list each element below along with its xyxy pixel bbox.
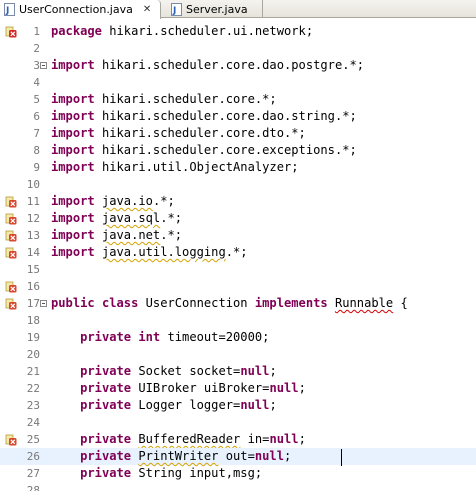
line-number: 7 <box>33 127 40 140</box>
line-number: 26 <box>26 450 40 463</box>
code-text: import hikari.scheduler.core.dao.postgre… <box>51 58 365 72</box>
line-number: 8 <box>33 144 40 157</box>
line-number: 12 <box>26 212 40 225</box>
code-line[interactable]: 16 <box>0 278 476 295</box>
code-text: import hikari.scheduler.core.dao.string.… <box>51 109 357 123</box>
code-line[interactable]: 15 <box>0 261 476 278</box>
fold-toggle-icon[interactable] <box>40 300 47 307</box>
code-line[interactable]: 18 <box>0 312 476 329</box>
code-text: import java.net.*; <box>51 228 183 242</box>
code-line[interactable]: 4 <box>0 74 476 91</box>
java-file-icon: J <box>171 2 182 16</box>
code-line[interactable]: 3 import hikari.scheduler.core.dao.postgr… <box>0 57 476 74</box>
java-file-icon: J <box>4 3 15 16</box>
line-number: 10 <box>26 178 40 191</box>
line-number: 6 <box>33 110 40 123</box>
code-line[interactable]: 1 package hikari.scheduler.ui.network; <box>0 23 476 40</box>
code-text: import hikari.scheduler.core.*; <box>51 92 277 106</box>
code-text: import hikari.util.ObjectAnalyzer; <box>51 160 299 174</box>
code-text: import hikari.scheduler.core.dto.*; <box>51 126 306 140</box>
code-line[interactable]: 27 private String input,msg; <box>0 465 476 482</box>
svg-text:J: J <box>172 6 176 16</box>
code-text: public class UserConnection implements R… <box>51 296 408 310</box>
code-text: import java.sql.*; <box>51 211 183 225</box>
code-text: private UIBroker uiBroker=null; <box>80 381 306 395</box>
code-line[interactable]: 21 private Socket socket=null; <box>0 363 476 380</box>
line-number: 22 <box>26 382 40 395</box>
code-line[interactable]: 13 import java.net.*; <box>0 227 476 244</box>
code-text: private PrintWriter out=null; <box>80 449 292 463</box>
line-number: 20 <box>26 348 40 361</box>
line-number: 27 <box>26 467 40 480</box>
line-number: 5 <box>33 93 40 106</box>
code-line[interactable]: 9 import hikari.util.ObjectAnalyzer; <box>0 159 476 176</box>
warning-marker-icon[interactable] <box>5 298 17 310</box>
tab-server-java[interactable]: J Server.java <box>165 0 263 18</box>
warning-marker-icon[interactable] <box>5 213 17 225</box>
line-number: 28 <box>26 484 40 491</box>
warning-marker-icon[interactable] <box>5 196 17 208</box>
editor-tab-bar: J UserConnection.java ✕ J Server.java <box>0 0 476 19</box>
line-number: 18 <box>26 314 40 327</box>
code-line[interactable]: 2 <box>0 40 476 57</box>
svg-text:J: J <box>5 6 9 16</box>
warning-marker-icon[interactable] <box>5 281 17 293</box>
code-line[interactable]: 28 <box>0 482 476 491</box>
code-line[interactable]: 11 import java.io.*; <box>0 193 476 210</box>
code-text: import hikari.scheduler.core.exceptions.… <box>51 143 357 157</box>
code-line[interactable]: 7 import hikari.scheduler.core.dto.*; <box>0 125 476 142</box>
tab-label: UserConnection.java <box>19 3 133 16</box>
code-text: private int timeout=20000; <box>80 330 270 344</box>
code-line[interactable]: 20 <box>0 346 476 363</box>
line-number: 14 <box>26 246 40 259</box>
code-line[interactable]: 25 private BufferedReader in=null; <box>0 431 476 448</box>
line-number: 17 <box>26 297 40 310</box>
code-line[interactable]: 5 import hikari.scheduler.core.*; <box>0 91 476 108</box>
fold-toggle-icon[interactable] <box>40 62 47 69</box>
code-text: private Socket socket=null; <box>80 364 277 378</box>
text-caret <box>341 449 342 466</box>
error-marker-icon[interactable] <box>5 26 17 38</box>
line-number: 23 <box>26 399 40 412</box>
code-line[interactable]: 12 import java.sql.*; <box>0 210 476 227</box>
line-number: 24 <box>26 416 40 429</box>
line-number: 21 <box>26 365 40 378</box>
tab-label: Server.java <box>186 2 248 16</box>
line-number: 25 <box>26 433 40 446</box>
code-line[interactable]: 23 private Logger logger=null; <box>0 397 476 414</box>
code-line[interactable]: 10 <box>0 176 476 193</box>
line-number: 9 <box>33 161 40 174</box>
code-text: private BufferedReader in=null; <box>80 432 306 446</box>
line-number: 11 <box>26 195 40 208</box>
warning-marker-icon[interactable] <box>5 434 17 446</box>
code-line[interactable]: 14 import java.util.logging.*; <box>0 244 476 261</box>
code-line[interactable]: 17 public class UserConnection implements… <box>0 295 476 312</box>
code-line[interactable]: 19 private int timeout=20000; <box>0 329 476 346</box>
line-number: 3 <box>33 59 40 72</box>
line-number: 4 <box>33 76 40 89</box>
line-number: 15 <box>26 263 40 276</box>
line-number: 2 <box>33 42 40 55</box>
code-line[interactable]: 8 import hikari.scheduler.core.exceptions… <box>0 142 476 159</box>
code-text: package hikari.scheduler.ui.network; <box>51 24 314 38</box>
warning-marker-icon[interactable] <box>5 247 17 259</box>
code-line[interactable]: 26 private PrintWriter out=null; <box>0 448 476 465</box>
line-number: 19 <box>26 331 40 344</box>
code-text: private Logger logger=null; <box>80 398 277 412</box>
code-text: import java.io.*; <box>51 194 175 208</box>
line-number: 13 <box>26 229 40 242</box>
close-icon[interactable]: ✕ <box>142 3 152 15</box>
code-line[interactable]: 24 <box>0 414 476 431</box>
line-number: 1 <box>33 25 40 38</box>
line-number: 16 <box>26 280 40 293</box>
tab-userconnection-java[interactable]: J UserConnection.java ✕ <box>0 0 161 19</box>
code-line[interactable]: 6 import hikari.scheduler.core.dao.string… <box>0 108 476 125</box>
code-text: private String input,msg; <box>80 466 263 480</box>
code-line[interactable]: 22 private UIBroker uiBroker=null; <box>0 380 476 397</box>
code-text: import java.util.logging.*; <box>51 245 248 259</box>
warning-marker-icon[interactable] <box>5 230 17 242</box>
